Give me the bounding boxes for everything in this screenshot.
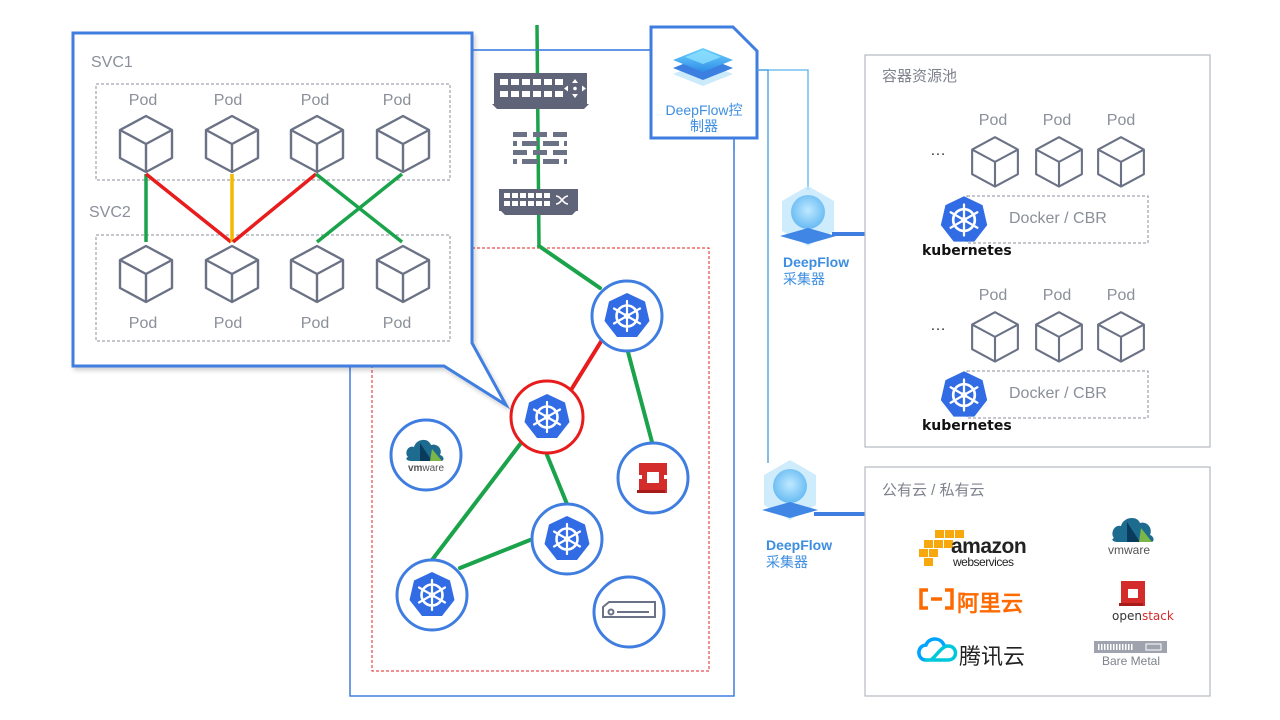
aliyun-label: 阿里云: [957, 591, 1024, 616]
pod-label: Pod: [978, 112, 1008, 129]
pod-label: Pod: [1042, 112, 1072, 129]
pod-label: Pod: [213, 92, 243, 109]
edge-k8s-center-k8s-mid: [545, 453, 569, 506]
kubernetes-label: kubernetes: [922, 418, 1012, 434]
node-k8s-bottom-left[interactable]: [395, 558, 469, 632]
pod-label: Pod: [382, 92, 412, 109]
controller-label-line1: DeepFlow控: [665, 102, 743, 118]
node-k8s-mid[interactable]: [530, 502, 604, 576]
svc1-group: [95, 83, 451, 181]
svc2-group: [95, 234, 451, 342]
agent-label-line1: DeepFlow: [783, 254, 850, 270]
kubernetes-label: kubernetes: [922, 243, 1012, 259]
openstack-icon: [637, 463, 667, 493]
node-k8s-center[interactable]: [509, 379, 585, 455]
vmware-label: vmware: [1108, 543, 1151, 557]
deepflow-agent-icon[interactable]: [780, 186, 836, 246]
controller-label-line2: 制器: [690, 118, 718, 134]
agent-label: DeepFlow 采集器: [783, 254, 849, 288]
svc2-label: SVC2: [89, 204, 131, 221]
pod-label: Pod: [382, 315, 412, 332]
pod-label: Pod: [128, 92, 158, 109]
tencent-label: 腾讯云: [959, 644, 1026, 669]
server-icon: [602, 601, 656, 618]
link-svc1p1-svc2p2: [144, 172, 233, 244]
edge-switch-k8s-top: [537, 244, 602, 290]
edge-k8s-center-k8s-bottom: [430, 441, 523, 562]
cloud-frame: [864, 466, 1211, 697]
link-svc1p4-svc2p3: [315, 172, 404, 244]
kubernetes-icon: [939, 369, 989, 418]
runtime-label: Docker / CBR: [1009, 210, 1107, 227]
openstack-label-suffix: stack: [1141, 609, 1174, 623]
node-openstack[interactable]: [616, 441, 690, 515]
openstack-icon: [1119, 581, 1145, 606]
node-vmware[interactable]: vmware: [389, 418, 463, 492]
switch-icon: [499, 189, 578, 215]
edge-k8s-mid-k8s-bottom: [458, 538, 532, 570]
pod-label: Pod: [978, 287, 1008, 304]
pod-cube-icon[interactable]: [971, 136, 1019, 188]
ellipsis: …: [930, 317, 946, 334]
pod-label: Pod: [1106, 287, 1136, 304]
deepflow-agent-icon[interactable]: [762, 460, 818, 520]
vmware-icon: vmware: [406, 439, 445, 474]
container-pool-title: 容器资源池: [882, 68, 958, 85]
openstack-label-prefix: open: [1112, 609, 1142, 623]
pod-label: Pod: [300, 92, 330, 109]
link-svc1p3-svc2p2: [231, 172, 318, 244]
pod-cube-icon[interactable]: [1035, 311, 1083, 363]
pod-label: Pod: [1042, 287, 1072, 304]
pod-cube-icon[interactable]: [1097, 311, 1145, 363]
aws-icon: [919, 530, 964, 566]
agent-label: DeepFlow 采集器: [766, 537, 832, 571]
kubernetes-icon: [939, 194, 989, 243]
firewall-icon: [513, 132, 567, 164]
ellipsis: …: [930, 142, 946, 159]
openstack-label: openstack: [1112, 609, 1174, 623]
tencent-cloud-icon: [917, 637, 958, 662]
management-links: [472, 49, 809, 463]
cloud-title: 公有云 / 私有云: [882, 482, 985, 499]
aliyun-icon: [919, 588, 954, 610]
pod-cube-icon[interactable]: [971, 311, 1019, 363]
pod-cube-icon[interactable]: [1035, 136, 1083, 188]
controller-label: DeepFlow控 制器: [659, 102, 749, 134]
callout-frame: [71, 31, 511, 410]
svc-links: [144, 172, 404, 244]
topology-edges: [430, 244, 654, 570]
runtime-label: Docker / CBR: [1009, 385, 1107, 402]
container-pool-frame: [864, 54, 1211, 448]
controller-icon: [673, 48, 733, 86]
aws-label: amazon: [951, 535, 1027, 558]
agent-label-line2: 采集器: [766, 554, 808, 570]
pod-label: Pod: [1106, 112, 1136, 129]
bare-metal-icon: [1094, 641, 1167, 653]
edge-k8s-top-openstack: [626, 350, 654, 444]
node-k8s-top[interactable]: [590, 279, 664, 353]
svg-text:vmware: vmware: [408, 463, 445, 474]
pod-cube-icon[interactable]: [1097, 136, 1145, 188]
router-icon: [492, 73, 589, 109]
aws-sublabel: webservices: [953, 555, 1014, 569]
pod-label: Pod: [213, 315, 243, 332]
bare-metal-label: Bare Metal: [1102, 654, 1161, 668]
vmware-icon: [1112, 517, 1154, 542]
svc1-label: SVC1: [91, 54, 133, 71]
agent-label-line2: 采集器: [783, 271, 825, 287]
node-bare-metal[interactable]: [592, 575, 666, 649]
pod-label: Pod: [300, 315, 330, 332]
pod-label: Pod: [128, 315, 158, 332]
edge-k8s-top-k8s-center: [569, 338, 604, 392]
agent-label-line1: DeepFlow: [766, 537, 833, 553]
